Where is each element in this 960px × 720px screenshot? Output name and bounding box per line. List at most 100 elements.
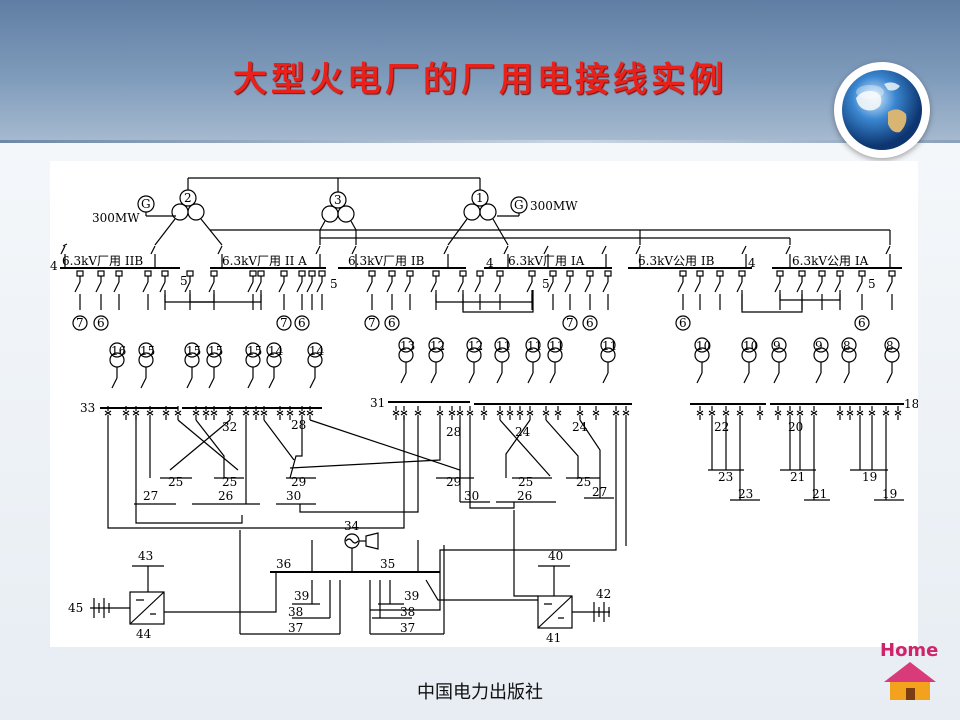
tag-23b: 23 [738, 487, 753, 501]
tx-10a: 10 [696, 339, 711, 353]
lv-breaker [456, 406, 464, 420]
tx-15a: 15 [140, 344, 155, 358]
lv-transformer [266, 342, 282, 389]
tag-31: 31 [370, 396, 385, 410]
feeder-breaker [494, 270, 504, 310]
lv-transformer [494, 337, 510, 384]
feeder-breaker [113, 270, 123, 310]
lv-transformer [245, 342, 261, 389]
tx-12a: 12 [430, 339, 445, 353]
generator-left-symbol: G [141, 197, 151, 211]
lv-breaker [480, 406, 488, 420]
emergency-section: 36 35 34 39 38 37 39 38 37 [164, 519, 538, 635]
tag-40: 40 [548, 549, 563, 563]
feeder-breaker [677, 270, 687, 310]
lv-breaker [526, 406, 534, 420]
feeder-breaker [278, 270, 288, 310]
tag-26b: 26 [517, 489, 532, 503]
motor-7b: 7 [280, 316, 288, 330]
lv-breaker [542, 406, 550, 420]
tag-21a: 21 [790, 470, 805, 484]
lv-transformer [206, 342, 222, 389]
cross-cables [107, 415, 887, 611]
lv-transformer [694, 337, 710, 384]
lv-breaker [846, 406, 854, 420]
tx-14a: 14 [268, 344, 284, 358]
lv-breaker [696, 406, 704, 420]
lv-breaker [708, 406, 716, 420]
feeder-breaker [74, 270, 84, 310]
tag-18: 18 [904, 397, 918, 411]
lv-breaker [592, 406, 600, 420]
plant-wiring-diagram: G 300MW 2 3 1 G 300MW [50, 177, 918, 645]
ups-left: 43 44 45 [68, 549, 165, 641]
tx-10b: 10 [743, 339, 758, 353]
tag-23a: 23 [718, 470, 733, 484]
tag-35: 35 [380, 557, 395, 571]
bus-label-2b: 6.3kV厂用 IIB [62, 254, 143, 268]
feeder-breaker [547, 270, 557, 310]
feeder-breaker [296, 270, 306, 310]
tag-24b: 24 [572, 420, 588, 434]
tag-32: 32 [222, 420, 237, 434]
lv-transformer [307, 342, 323, 389]
lv-transformer [771, 337, 787, 384]
tx-8b: 8 [886, 339, 894, 353]
motor-7a: 7 [76, 316, 84, 330]
lv-transformer [841, 337, 857, 384]
feeder-breaker [834, 270, 844, 310]
lv-breaker [756, 406, 764, 420]
lv-breaker [722, 406, 730, 420]
generator-right-rating: 300MW [530, 199, 578, 213]
feeder-breaker [159, 270, 169, 310]
lv-breaker [104, 406, 112, 420]
tx-15b: 15 [186, 344, 201, 358]
bus-label-1b: 6.3kV厂用 IB [348, 254, 425, 268]
feeder-breaker [457, 270, 467, 310]
lv-breaker [894, 406, 902, 420]
lv-breaker [796, 406, 804, 420]
tag-33: 33 [80, 401, 95, 415]
tx-11c: 11 [549, 339, 564, 353]
transformer-2-label: 2 [184, 191, 192, 205]
lv-breaker [506, 406, 514, 420]
feeder-breaker [95, 270, 105, 310]
lv-breaker [122, 406, 130, 420]
lv-breaker [836, 406, 844, 420]
feeder-breaker [247, 270, 257, 310]
bus-label-2a: 6.3kV厂用 II A [222, 254, 307, 268]
tag-22: 22 [714, 420, 729, 434]
lv-breaker [774, 406, 782, 420]
tag-4a: 4 [50, 259, 58, 273]
home-button[interactable]: Home [876, 640, 946, 702]
tx-9b: 9 [815, 339, 823, 353]
tx-8a: 8 [843, 339, 851, 353]
feeder-breaker [255, 270, 265, 310]
lv-breaker [516, 406, 524, 420]
feeder-breaker [584, 270, 594, 310]
lv-breaker [448, 406, 456, 420]
slide-title: 大型火电厂的厂用电接线实例 [233, 60, 727, 100]
tag-29b: 29 [446, 475, 461, 489]
generator-left-rating: 300MW [92, 211, 140, 225]
tag-37a: 37 [288, 621, 303, 635]
lv-breaker [810, 406, 818, 420]
tag-5c: 5 [542, 277, 550, 291]
tag-4b: 4 [486, 256, 494, 270]
bus-0-4kv [100, 401, 904, 409]
low-voltage-transformers [109, 337, 900, 389]
tx-14b: 14 [309, 344, 325, 358]
bus-label-1a: 6.3kV厂用 IA [508, 254, 585, 268]
low-voltage-breakers [104, 406, 902, 420]
lv-breaker [736, 406, 744, 420]
tx-12b: 12 [468, 339, 483, 353]
generator-right: G 300MW [497, 196, 578, 217]
transformer-tags: 16 15 15 15 15 14 14 13 12 12 11 11 11 1… [111, 339, 894, 358]
motor-labels: 7 6 7 6 7 6 7 6 6 6 [76, 316, 866, 330]
header-divider [0, 140, 960, 143]
tag-4c: 4 [748, 256, 756, 270]
globe-icon [834, 62, 930, 158]
lv-breaker [146, 406, 154, 420]
feeder-breaker [366, 270, 376, 310]
motor-6d: 6 [586, 316, 594, 330]
